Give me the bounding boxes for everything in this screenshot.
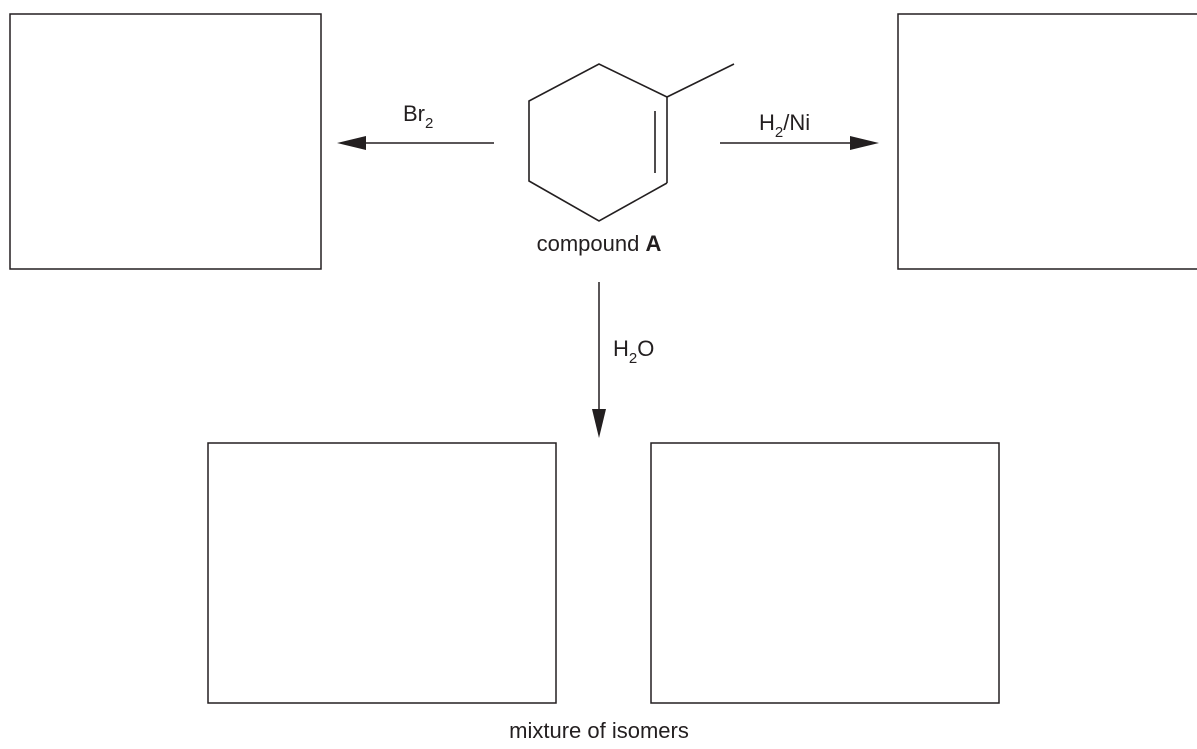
reagent-water-subscript: 2	[629, 350, 637, 367]
arrow-hydration-head	[592, 409, 606, 438]
arrow-bromination	[337, 136, 494, 150]
compound-label-letter: A	[645, 231, 661, 256]
isomers-caption: mixture of isomers	[509, 718, 689, 743]
ring-bonds	[528, 63, 668, 222]
reagent-hydrogen-main: H	[759, 110, 775, 135]
reagent-hydrogen-nickel: H2/Ni	[759, 110, 810, 141]
arrow-bromination-head	[337, 136, 366, 150]
reagent-hydrogen-subscript: 2	[775, 124, 783, 141]
compound-a-structure	[528, 63, 735, 222]
arrow-hydration	[592, 282, 606, 438]
answer-box-bromination[interactable]	[9, 13, 322, 270]
answer-box-hydration-isomer-2[interactable]	[650, 442, 1000, 704]
answer-box-hydration-isomer-1[interactable]	[207, 442, 557, 704]
reagent-water-main: H	[613, 336, 629, 361]
reagent-water-suffix: O	[637, 336, 654, 361]
arrow-hydrogenation-head	[850, 136, 879, 150]
compound-label: compound A	[537, 231, 662, 256]
methyl-bond	[666, 63, 735, 98]
reagent-bromine: Br2	[403, 101, 433, 132]
reagent-water: H2O	[613, 336, 654, 367]
reagent-bromine-main: Br	[403, 101, 425, 126]
answer-box-hydrogenation[interactable]	[897, 13, 1197, 270]
arrow-hydrogenation	[720, 136, 879, 150]
compound-label-prefix: compound	[537, 231, 646, 256]
reagent-bromine-subscript: 2	[425, 115, 433, 132]
reagent-hydrogen-suffix: /Ni	[783, 110, 810, 135]
